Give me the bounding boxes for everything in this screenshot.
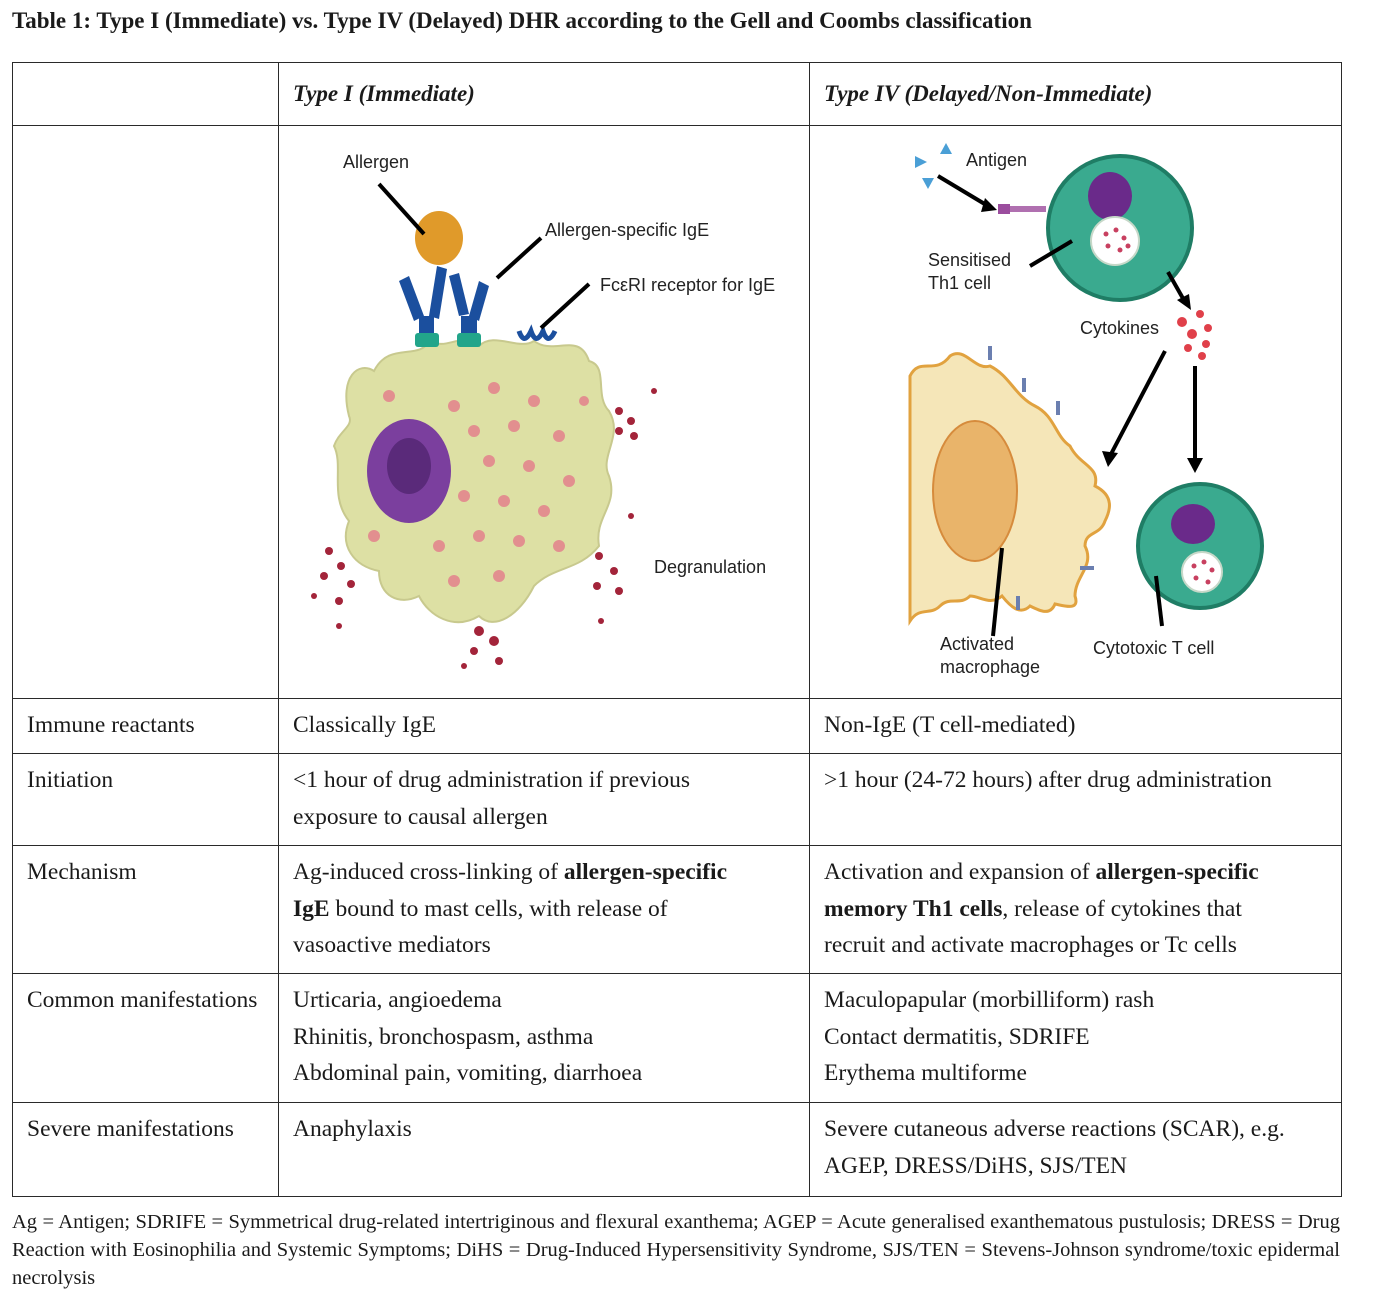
released-granules [311,388,657,669]
label-th1-line2: Th1 cell [928,273,991,293]
label-macrophage-line1: Activated [940,634,1014,654]
tcell-nucleus [1171,504,1215,544]
macrophage-arrow [1108,350,1167,457]
tcell-vesicle-dots [1191,559,1215,585]
macrophage-pointer [991,547,1004,637]
type1-figure-cell: Allergen Allergen-specific IgE FcεRI rec… [278,125,810,699]
text-run: bound to mast cells, with release of [329,895,668,922]
text-line: <1 hour of drug administration if previo… [293,767,691,793]
allergen-pointer [377,182,426,236]
text-run: vasoactive mediators [293,932,491,958]
mast-cell-body [332,339,615,623]
text-line: exposure to causal allergen [293,803,548,830]
t-cell-mediated-illustration: Antigen Sensitised Th1 cell Cytokines Ac… [908,143,1264,677]
type4-cell: Non-IgE (T cell-mediated) [809,698,1342,754]
label-antigen: Antigen [966,150,1027,170]
text-run: , release of cytokines that [1002,895,1242,922]
header-empty-cell [12,62,279,126]
type1-cell: <1 hour of drug administration if previo… [278,753,810,846]
text-line: Rhinitis, bronchospasm, asthma [293,1023,594,1050]
label-ige: Allergen-specific IgE [545,220,709,240]
text-line: Severe cutaneous adverse reactions (SCAR… [824,1116,1285,1142]
type4-cell: Maculopapular (morbilliform) rash Contac… [809,973,1342,1103]
bold-run: IgE [293,895,330,922]
row-immune-reactants: Immune reactants Classically IgE Non-IgE… [12,698,1342,754]
th1-vesicle-dots [1103,227,1131,253]
header-type4: Type IV (Delayed/Non-Immediate) [809,62,1342,126]
cytokine-arrowhead [1177,294,1191,310]
table-caption: Table 1: Type I (Immediate) vs. Type IV … [12,8,1032,33]
ige-antibodies [399,266,489,336]
type4-cell: Activation and expansion of allergen-spe… [809,845,1342,974]
type1-cell: Classically IgE [278,698,810,754]
bold-run: memory Th1 cells [824,895,1003,922]
row-mechanism: Mechanism Ag-induced cross-linking of al… [12,845,1342,974]
tcr-receptor [998,204,1010,214]
nucleus-inner [387,438,431,494]
text-run: Ag-induced cross-linking of [293,859,564,885]
label-th1-line1: Sensitised [928,250,1011,270]
text-line: Contact dermatitis, SDRIFE [824,1023,1090,1050]
tcr-stalk [1010,206,1046,212]
cytokine-dots [1177,310,1212,360]
row-label: Mechanism [12,845,279,974]
label-allergen: Allergen [343,152,409,172]
antigen-arrowhead [981,198,997,212]
fceri-receptor-icon [516,324,558,341]
tcell-vesicle [1181,551,1223,593]
figure-empty-cell [12,125,279,699]
figure-row: Allergen Allergen-specific IgE FcεRI rec… [12,125,1342,699]
label-cytokines: Cytokines [1080,318,1159,338]
type4-figure-cell: Antigen Sensitised Th1 cell Cytokines Ac… [809,125,1342,699]
th1-vesicle [1090,216,1140,266]
label-macrophage-line2: macrophage [940,657,1040,677]
th1-pointer [1028,239,1074,268]
text-line: Erythema multiforme [824,1060,1027,1086]
text-line: AGEP, DRESS/DiHS, SJS/TEN [824,1152,1127,1179]
macrophage-nucleus [932,420,1018,562]
row-severe-manifestations: Severe manifestations Anaphylaxis Severe… [12,1102,1342,1197]
row-initiation: Initiation <1 hour of drug administratio… [12,753,1342,846]
bold-run: allergen-specific [563,859,727,885]
macrophage-receptors [988,346,1094,610]
allergen-molecule [415,211,463,265]
tcell-arrowhead [1187,458,1203,473]
bold-run: allergen-specific [1095,859,1259,885]
row-label: Common manifestations [12,973,279,1103]
table-footnote: Ag = Antigen; SDRIFE = Symmetrical drug-… [12,1211,1340,1289]
type1-cell: Ag-induced cross-linking of allergen-spe… [278,845,810,974]
type1-cell: Urticaria, angioedema Rhinitis, bronchos… [278,973,810,1103]
header-type1: Type I (Immediate) [278,62,810,126]
th1-nucleus [1088,172,1132,220]
fc-receptors [415,333,481,347]
cytotoxic-t-cell [1136,482,1264,610]
row-common-manifestations: Common manifestations Urticaria, angioed… [12,973,1342,1103]
receptor-pointer [539,282,591,330]
type4-cell: >1 hour (24-72 hours) after drug adminis… [809,753,1342,846]
label-cytotoxic-t-cell: Cytotoxic T cell [1093,638,1214,658]
cytokine-arrow [1166,271,1187,303]
text-line: Urticaria, angioedema [293,987,502,1013]
text-run: recruit and activate macrophages or Tc c… [824,932,1237,958]
header-row: Type I (Immediate) Type IV (Delayed/Non-… [12,62,1342,126]
granules [368,382,589,587]
antigen-icon [915,143,952,189]
row-label: Severe manifestations [12,1102,279,1197]
label-degranulation: Degranulation [654,557,766,577]
comparison-table: Type I (Immediate) Type IV (Delayed/Non-… [12,62,1342,1197]
ige-pointer [495,236,543,280]
row-label: Initiation [12,753,279,846]
label-receptor: FcεRI receptor for IgE [600,275,775,295]
type4-cell: Severe cutaneous adverse reactions (SCAR… [809,1102,1342,1197]
text-line: Maculopapular (morbilliform) rash [824,987,1155,1013]
type1-cell: Anaphylaxis [278,1102,810,1197]
mast-cell-degranulation-illustration: Allergen Allergen-specific IgE FcεRI rec… [311,152,775,669]
text-line: Abdominal pain, vomiting, diarrhoea [293,1060,643,1086]
antigen-arrow [936,174,990,208]
macrophage-arrowhead [1102,451,1118,467]
text-run: Activation and expansion of [824,859,1096,885]
row-label: Immune reactants [12,698,279,754]
tcell-pointer [1154,575,1164,627]
